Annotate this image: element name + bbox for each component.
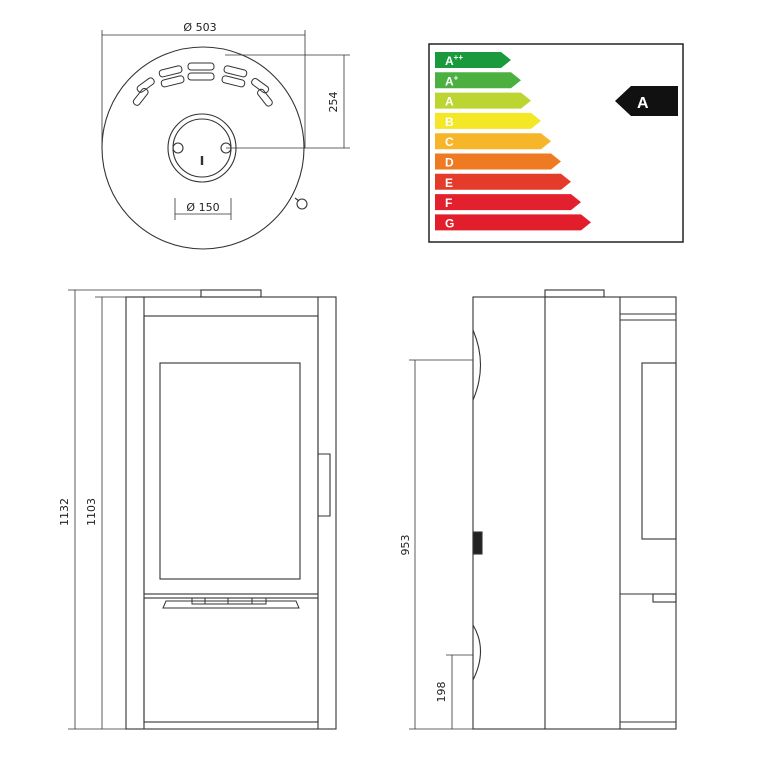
energy-class-label: E — [445, 176, 453, 190]
dim-top-depth: 254 — [327, 92, 340, 113]
energy-class-label: F — [445, 196, 452, 210]
door-frame — [143, 315, 319, 595]
energy-class-superscript: + — [454, 73, 459, 82]
stove-body-side — [472, 296, 677, 730]
energy-class-label: G — [445, 216, 454, 230]
ash-drawer — [143, 597, 319, 723]
energy-class-label: B — [445, 115, 454, 129]
top-dimension-lines — [101, 30, 350, 220]
energy-class-bar — [435, 173, 571, 190]
dim-flue-diameter: Ø 150 — [186, 201, 219, 214]
dim-total-height: 1132 — [58, 498, 71, 526]
energy-class-bar — [435, 133, 551, 150]
lower-rear-handle — [472, 624, 482, 681]
energy-class-bar — [435, 112, 541, 129]
dim-side-upper: 953 — [399, 535, 412, 556]
flue-collar — [200, 289, 262, 298]
stove-body-front — [125, 296, 337, 730]
energy-rating: A — [615, 86, 678, 116]
energy-class-bar — [435, 153, 561, 170]
dim-side-lower: 198 — [435, 682, 448, 703]
energy-class-bar — [435, 214, 591, 231]
energy-rating-label: A — [637, 95, 649, 112]
side-dimension-lines — [409, 359, 473, 730]
air-control — [162, 597, 300, 609]
energy-rating-arrow — [615, 86, 678, 116]
energy-class-label: D — [445, 156, 454, 170]
energy-class-bar — [435, 52, 511, 68]
dim-body-height: 1103 — [85, 498, 98, 526]
glass-window — [159, 362, 301, 580]
energy-class-superscript: ++ — [454, 53, 464, 62]
energy-class-label: A — [445, 95, 454, 109]
upper-rear-handle — [472, 329, 481, 401]
side-view — [409, 289, 677, 730]
energy-class-bar — [435, 194, 581, 211]
flue-inner — [172, 118, 232, 178]
flue-outer — [167, 113, 237, 183]
energy-class-bar — [435, 72, 521, 89]
energy-class-bar — [435, 92, 531, 109]
rear-latch — [472, 531, 483, 555]
front-view — [68, 289, 337, 730]
top-view — [101, 30, 350, 250]
dim-top-diameter: Ø 503 — [183, 21, 216, 34]
energy-class-label: C — [445, 135, 454, 149]
side-window — [641, 362, 677, 540]
front-dimension-lines — [68, 289, 201, 730]
door-handle — [318, 453, 331, 517]
side-control — [652, 593, 677, 603]
flue-collar-side — [544, 289, 605, 298]
vent-slots — [132, 62, 273, 107]
knob-icon — [296, 198, 308, 210]
